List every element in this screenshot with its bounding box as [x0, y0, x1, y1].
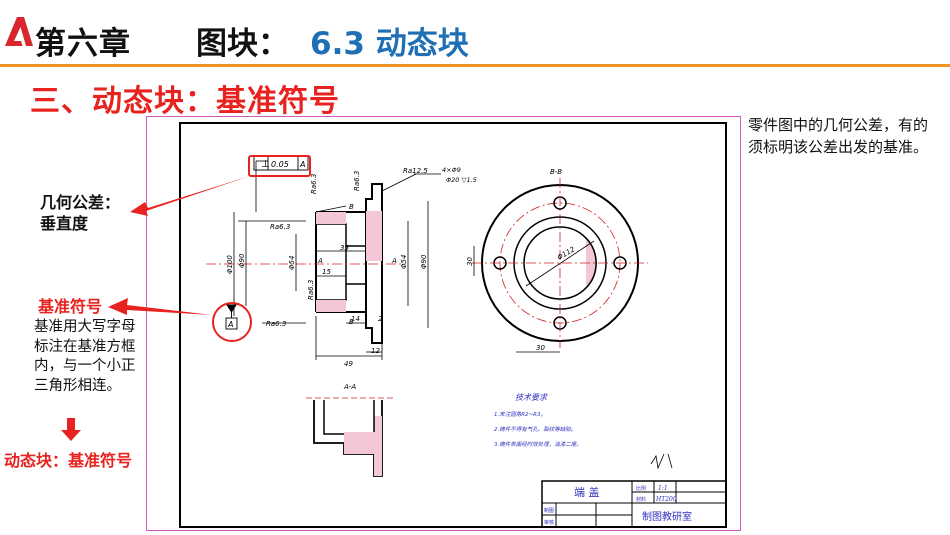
perpendicularity-symbol: ⊥ — [261, 159, 270, 170]
dim-text: Φ100 — [226, 255, 234, 274]
roughness-label: Ra6.3 — [353, 171, 361, 191]
datum-description: 基准用大写字母标注在基准方框内，与一个小正三角形相连。 — [34, 319, 136, 394]
tolerance-value: 0.05 — [271, 160, 289, 169]
autocad-a-icon — [5, 17, 33, 46]
dim-text: 30 — [466, 257, 474, 266]
header: 第六章 图块： 6.3 动态块 — [0, 0, 950, 66]
material-label: 材料 — [636, 496, 646, 503]
drawing-border — [179, 122, 727, 528]
engineering-drawing: ⊥ 0.05 A Ra6.3 Ra6.3 Ra6.3 Ra6.3 Ra12.5 … — [179, 122, 727, 528]
dim-text: 49 — [344, 360, 353, 368]
roughness-label: Ra6.3 — [270, 223, 290, 231]
hole-note: 4×Φ9 — [442, 166, 461, 174]
section-view-aa: A-A — [306, 383, 396, 477]
tech-title: 技术要求 — [515, 393, 548, 402]
topic-title: 图块： — [196, 26, 289, 62]
tech-line: 3.铸件表面经时效处理，油漆二度。 — [494, 441, 582, 448]
datum-letter: A — [227, 320, 233, 329]
tech-requirements: 技术要求 1.未注圆角R2~R3。 2.铸件不得有气孔、裂纹等缺陷。 3.铸件表… — [494, 393, 582, 448]
roughness-label: Ra6.3 — [266, 320, 286, 328]
org-name: 制图教研室 — [642, 510, 692, 523]
section-letter-b: B — [349, 318, 354, 326]
drawing-frame — [146, 116, 741, 531]
section-label-bb: B-B — [550, 168, 562, 176]
section-letter-a: A — [391, 257, 397, 265]
dim-text: Φ90 — [238, 253, 246, 268]
part-name: 端 盖 — [574, 485, 600, 499]
dim-text: 12 — [371, 347, 380, 355]
dim-text: 14 — [351, 315, 360, 323]
front-view: B-B — [472, 168, 648, 353]
dim-text: 30 — [536, 344, 545, 352]
dim-text: Φ54 — [288, 256, 296, 270]
scale-label: 比例 — [636, 485, 646, 492]
dim-text: Φ54 — [400, 255, 408, 269]
main-view — [206, 160, 441, 360]
roughness-label: Ra6.3 — [310, 174, 318, 194]
scale-value: 1:1 — [658, 485, 668, 492]
draw-label: 制图 — [544, 507, 554, 514]
section-title: 6.3 动态块 — [310, 26, 469, 62]
dim-text: 15 — [322, 268, 331, 276]
dim-text: 35 — [340, 244, 349, 252]
tech-line: 1.未注圆角R2~R3。 — [494, 411, 546, 418]
dynamic-block-label: 动态块：基准符号 — [4, 451, 133, 470]
datum-symbol-label: 基准符号 — [38, 297, 103, 316]
section-label-aa: A-A — [343, 383, 356, 391]
dim-text: 2 — [378, 315, 383, 323]
geo-tolerance-label: 几何公差： 垂直度 — [40, 193, 121, 233]
roughness-label: Ra6.3 — [307, 280, 315, 300]
material-value: HT200 — [655, 496, 677, 503]
right-note: 零件图中的几何公差，有的须标明该公差出发的基准。 — [748, 116, 929, 156]
title-block — [541, 480, 727, 528]
dim-text: Φ90 — [420, 254, 428, 269]
check-label: 审核 — [544, 519, 554, 526]
chapter-title: 第六章 — [35, 26, 131, 62]
header-divider — [0, 64, 950, 67]
section-letter-b: B — [349, 203, 354, 211]
roughness-symbol-icon — [650, 453, 673, 470]
slide-subtitle: 三、动态块：基准符号 — [30, 84, 340, 119]
fcf-datum-letter: A — [299, 160, 305, 169]
tech-line: 2.铸件不得有气孔、裂纹等缺陷。 — [494, 426, 576, 433]
roughness-label: Ra12.5 — [403, 167, 428, 175]
section-letter-a: A — [317, 257, 323, 265]
down-arrow-icon — [61, 418, 81, 441]
hole-note: Φ20 ▽1.5 — [446, 176, 477, 184]
